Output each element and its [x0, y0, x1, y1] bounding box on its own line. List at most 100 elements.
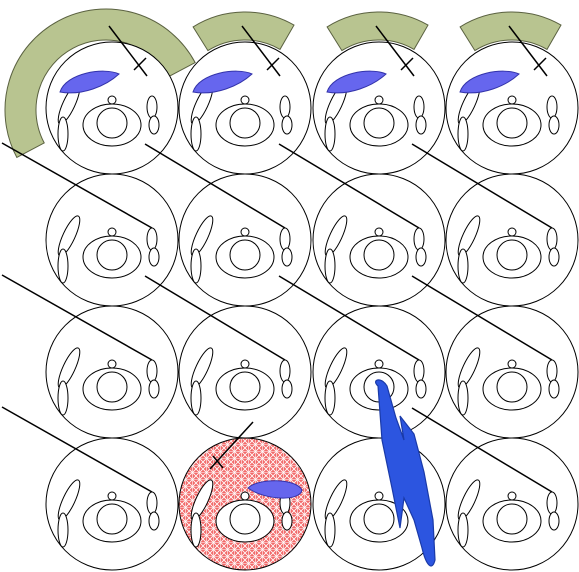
- stick-line: [375, 25, 415, 77]
- person-figure: [445, 173, 579, 307]
- right-hand: [146, 491, 158, 515]
- stick-line: [411, 143, 553, 229]
- stick-layer: [1, 25, 553, 493]
- right-hand-lower: [548, 247, 560, 267]
- stick-cross: [212, 455, 224, 469]
- person-figure: [45, 173, 179, 307]
- blue-shape: [326, 70, 387, 94]
- head: [496, 239, 528, 271]
- right-hand-lower: [148, 247, 160, 267]
- left-forearm: [324, 512, 336, 548]
- head: [96, 371, 128, 403]
- stick-pointer: [411, 275, 553, 361]
- topknot: [507, 491, 517, 501]
- stick-pointer: [1, 142, 153, 229]
- left-forearm: [324, 248, 336, 284]
- topknot: [240, 95, 250, 105]
- right-hand-lower: [148, 379, 160, 399]
- figure-layer: [45, 41, 579, 571]
- left-forearm: [457, 380, 469, 416]
- right-hand: [146, 95, 158, 119]
- left-forearm: [457, 116, 469, 152]
- right-hand-lower: [281, 115, 293, 135]
- topknot: [107, 491, 117, 501]
- left-forearm: [457, 512, 469, 548]
- left-forearm: [57, 380, 69, 416]
- head: [496, 371, 528, 403]
- stick-pointer: [375, 25, 415, 77]
- person-figure: [445, 305, 579, 439]
- left-forearm: [190, 116, 202, 152]
- topknot: [507, 359, 517, 369]
- topknot: [374, 227, 384, 237]
- stick-line: [144, 143, 286, 229]
- stick-cross: [400, 57, 414, 71]
- stick-pointer: [278, 275, 420, 361]
- head: [363, 503, 395, 535]
- head: [363, 239, 395, 271]
- right-hand-lower: [148, 511, 160, 531]
- topknot: [374, 95, 384, 105]
- person-figure: [178, 41, 312, 175]
- topknot: [507, 95, 517, 105]
- green-arc: [326, 11, 429, 52]
- right-hand-lower: [548, 511, 560, 531]
- bolt-layer: [375, 379, 436, 567]
- stick-pointer: [1, 274, 153, 361]
- right-hand-lower: [281, 511, 293, 531]
- right-hand-lower: [415, 115, 427, 135]
- person-figure: [445, 41, 579, 175]
- stick-cross: [266, 57, 280, 71]
- person-figure: [45, 41, 179, 175]
- stick-line: [411, 275, 553, 361]
- blue-shape: [247, 480, 303, 499]
- head: [363, 107, 395, 139]
- left-forearm: [57, 248, 69, 284]
- right-hand-lower: [281, 247, 293, 267]
- head: [229, 371, 261, 403]
- right-hand: [546, 359, 558, 383]
- right-hand: [546, 491, 558, 515]
- left-forearm: [57, 512, 69, 548]
- head: [229, 107, 261, 139]
- stick-pointer: [108, 25, 148, 77]
- right-hand-lower: [281, 379, 293, 399]
- right-hand: [413, 95, 425, 119]
- topknot: [107, 359, 117, 369]
- person-figure: [178, 173, 312, 307]
- topknot: [240, 491, 250, 501]
- right-hand-lower: [148, 115, 160, 135]
- left-forearm: [457, 248, 469, 284]
- green-arc: [459, 11, 562, 52]
- stick-pointer: [241, 25, 281, 77]
- stick-pointer: [144, 275, 286, 361]
- stick-line: [278, 275, 420, 361]
- stick-line: [1, 142, 153, 229]
- right-hand: [146, 359, 158, 383]
- left-forearm: [190, 248, 202, 284]
- head: [229, 503, 261, 535]
- stick-line: [508, 25, 548, 77]
- right-hand: [279, 95, 291, 119]
- person-figure: [312, 41, 446, 175]
- arc-layer: [4, 8, 562, 159]
- stick-line: [144, 275, 286, 361]
- right-hand: [279, 227, 291, 251]
- left-forearm: [324, 380, 336, 416]
- right-hand: [413, 227, 425, 251]
- stick-line: [1, 406, 153, 493]
- right-hand-lower: [548, 379, 560, 399]
- person-figure: [312, 305, 446, 439]
- stick-pointer: [508, 25, 548, 77]
- head: [96, 239, 128, 271]
- right-hand: [146, 227, 158, 251]
- left-forearm: [190, 512, 202, 548]
- topknot: [507, 227, 517, 237]
- right-hand-lower: [548, 115, 560, 135]
- stick-line: [278, 143, 420, 229]
- right-hand: [546, 227, 558, 251]
- right-hand: [413, 359, 425, 383]
- stick-pointer: [144, 143, 286, 229]
- stick-line: [108, 25, 148, 77]
